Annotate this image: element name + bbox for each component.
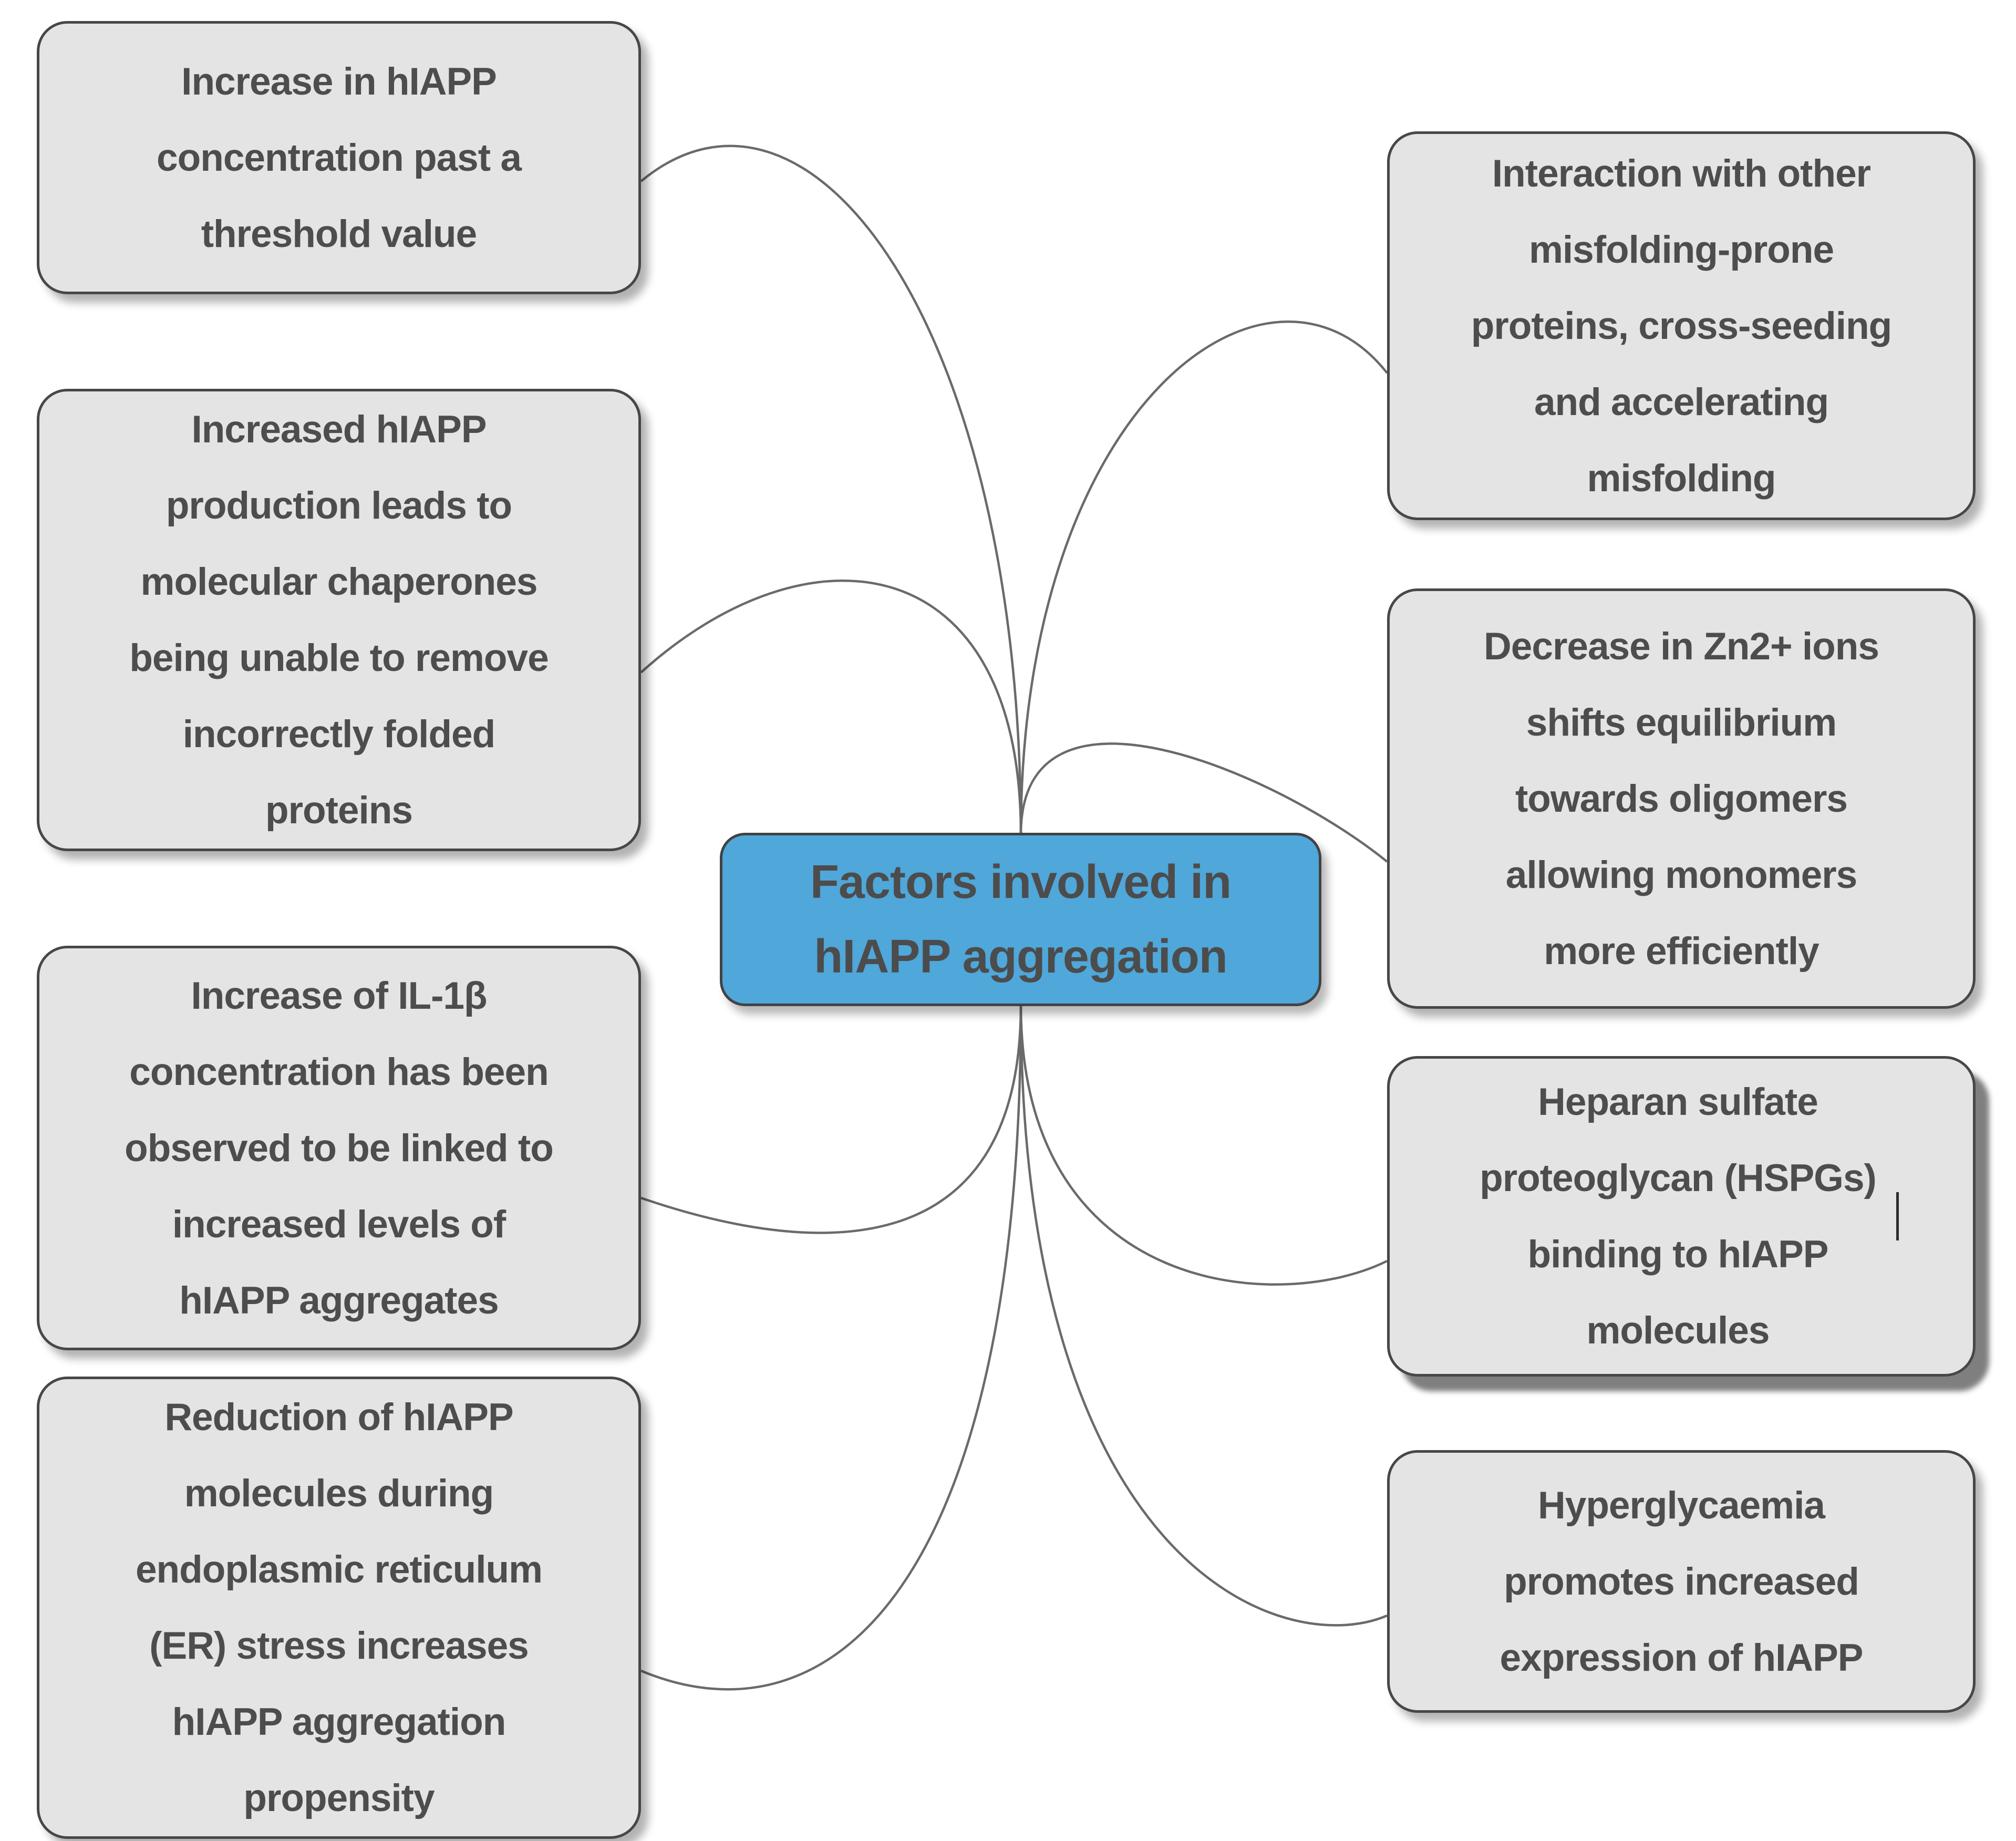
node-zn-ions[interactable]: Decrease in Zn2+ ions shifts equilibrium… <box>1387 588 1976 1009</box>
node-label: Reduction of hIAPP molecules during endo… <box>135 1396 543 1819</box>
text-cursor <box>1896 1192 1899 1240</box>
node-il1b-concentration[interactable]: Increase of IL-1β concentration has been… <box>37 946 641 1350</box>
node-chaperones-overload[interactable]: Increased hIAPP production leads to mole… <box>37 389 641 851</box>
node-label: Hyperglycaemia promotes increased expres… <box>1500 1484 1864 1679</box>
node-hyperglycaemia[interactable]: Hyperglycaemia promotes increased expres… <box>1387 1450 1976 1713</box>
connector-zn-ions <box>1019 742 1388 863</box>
connector-cross-seeding <box>1019 320 1388 835</box>
node-label: Interaction with other misfolding-prone … <box>1471 152 1892 500</box>
node-er-stress[interactable]: Reduction of hIAPP molecules during endo… <box>37 1377 641 1839</box>
connector-er-stress <box>640 1004 1022 1691</box>
connector-il1b <box>640 1004 1022 1234</box>
center-node-factors[interactable]: Factors involved in hIAPP aggregation <box>720 833 1321 1006</box>
node-label: Decrease in Zn2+ ions shifts equilibrium… <box>1484 625 1879 973</box>
connector-threshold <box>640 144 1022 835</box>
node-cross-seeding[interactable]: Interaction with other misfolding-prone … <box>1387 131 1976 520</box>
node-label: Increase of IL-1β concentration has been… <box>125 974 554 1322</box>
node-label: Increased hIAPP production leads to mole… <box>129 408 549 832</box>
node-hspg-binding[interactable]: Heparan sulfate proteoglycan (HSPGs) bin… <box>1387 1056 1976 1377</box>
connector-chaperones <box>640 579 1022 835</box>
node-label: Increase in hIAPP concentration past a t… <box>157 60 522 255</box>
node-hiapp-concentration-threshold[interactable]: Increase in hIAPP concentration past a t… <box>37 21 641 294</box>
center-node-label: Factors involved in hIAPP aggregation <box>810 856 1232 983</box>
node-label: Heparan sulfate proteoglycan (HSPGs) bin… <box>1480 1081 1877 1352</box>
connector-hspg <box>1019 1004 1388 1286</box>
connector-hyperglycaemia <box>1019 1004 1388 1627</box>
